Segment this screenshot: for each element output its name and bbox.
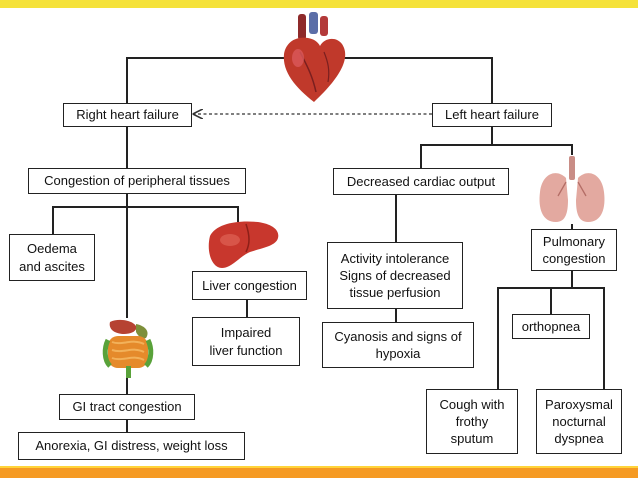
node-congestion-peripheral: Congestion of peripheral tissues <box>28 168 246 194</box>
node-right-heart-failure: Right heart failure <box>63 103 192 127</box>
node-left-heart-failure: Left heart failure <box>432 103 552 127</box>
node-cough-frothy-sputum: Cough with frothy sputum <box>426 389 518 454</box>
node-decreased-cardiac-output: Decreased cardiac output <box>333 168 509 195</box>
node-liver-congestion: Liver congestion <box>192 271 307 300</box>
connector-lhf-branches <box>420 144 573 168</box>
bottom-accent-edge <box>0 466 638 468</box>
connector-peripheral-branches <box>52 206 239 234</box>
node-oedema-ascites: Oedema and ascites <box>9 234 95 281</box>
node-impaired-liver-function: Impaired liver function <box>192 317 300 366</box>
gi-tract-icon <box>102 319 154 378</box>
node-pulmonary-congestion: Pulmonary congestion <box>531 229 617 271</box>
node-cyanosis-hypoxia: Cyanosis and signs of hypoxia <box>322 322 474 368</box>
heart-icon <box>283 12 346 102</box>
lungs-icon <box>539 156 605 222</box>
node-anorexia-gi-distress: Anorexia, GI distress, weight loss <box>18 432 245 460</box>
top-accent-band <box>0 0 638 8</box>
node-paroxysmal-nocturnal-dyspnea: Paroxysmal nocturnal dyspnea <box>536 389 622 454</box>
node-gi-tract-congestion: GI tract congestion <box>59 394 195 420</box>
bottom-accent-band <box>0 468 638 478</box>
node-orthopnea: orthopnea <box>512 314 590 339</box>
liver-icon <box>208 221 279 268</box>
node-activity-intolerance: Activity intolerance Signs of decreased … <box>327 242 463 309</box>
